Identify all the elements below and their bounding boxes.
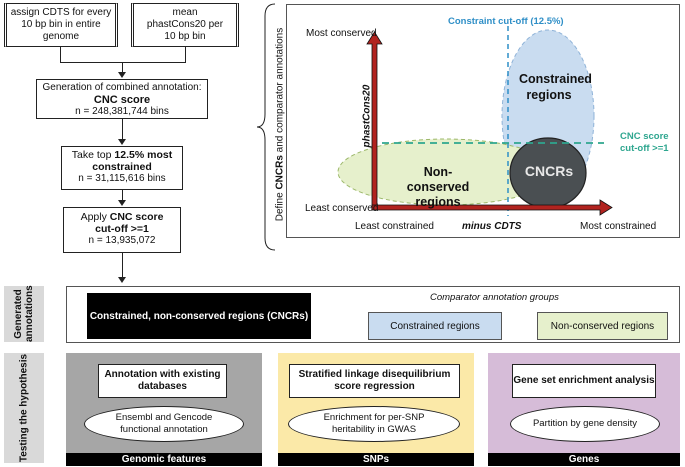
arrow-to-apply [118, 200, 126, 206]
generated-sidebar: Generated annotations [4, 285, 44, 342]
mean-phastcons-text: mean phastCons20 per 10 bp bin [146, 7, 224, 42]
testing-sidebar: Testing the hypothesis [4, 353, 44, 463]
x-axis-label: minus CDTS [462, 221, 522, 232]
constrained-regions-label: Constrained regions [519, 72, 592, 102]
define-suffix: and comparator annotations [274, 27, 286, 156]
arrow-to-take-top [118, 139, 126, 145]
non-conserved-regions-label: Non-conserved regions [406, 165, 470, 209]
define-cncrs-label: Define CNCRs and comparator annotations [275, 0, 286, 250]
connector-center-down [122, 62, 123, 72]
plot-svg [337, 26, 613, 216]
y-bottom-label: Least conserved [305, 203, 379, 214]
testing-side-label: Testing the hypothesis [18, 353, 30, 463]
cnc-score-label: CNC score [93, 94, 151, 106]
snps-footer: SNPs [278, 453, 474, 466]
connector-4 [122, 253, 123, 277]
genomic-features-label: Genomic features [121, 454, 207, 465]
combined-annotation-box: Generation of combined annotation: CNC s… [36, 79, 208, 119]
assign-cdts-text: assign CDTS for every 10 bp bin in entir… [10, 7, 112, 42]
nonconserved-regions-box: Non-conserved regions [537, 312, 668, 340]
arrow-to-combined [118, 72, 126, 78]
constrained-regions-box: Constrained regions [368, 312, 502, 340]
take-top-box: Take top 12.5% most constrained n = 31,1… [61, 146, 183, 190]
cncrs-label: CNCRs [524, 163, 574, 179]
constraint-cutoff-label: Constraint cut-off (12.5%) [448, 16, 564, 27]
plot-frame [286, 4, 680, 238]
snps-label: SNPs [362, 454, 390, 465]
connector-left-down [60, 47, 61, 62]
connector-2 [122, 119, 123, 139]
x-left-label: Least constrained [355, 221, 434, 232]
ensembl-gencode-oval: Ensembl and Gencode functional annotatio… [84, 406, 244, 442]
annotation-databases-box: Annotation with existing databases [98, 364, 227, 398]
constrained-regions-box-label: Constrained regions [390, 320, 480, 332]
ensembl-gencode-text: Ensembl and Gencode functional annotatio… [115, 412, 213, 435]
cnc-cutoff-line2: cut-off >=1 [620, 143, 669, 154]
cnc-cutoff-line1: CNC score [620, 131, 669, 142]
connector-horizontal [60, 62, 186, 63]
genes-footer: Genes [488, 453, 680, 466]
arrow-to-generated [118, 277, 126, 283]
apply-cutoff-box: Apply CNC score cut-off >=1 n = 13,935,0… [63, 207, 181, 253]
annotation-databases-title: Annotation with existing databases [104, 369, 221, 392]
apply-prefix: Apply [80, 211, 110, 223]
x-axis-arrow [371, 199, 613, 216]
combined-title: Generation of combined annotation: [42, 82, 202, 93]
combined-count: n = 248,381,744 bins [75, 106, 169, 117]
assign-cdts-box: assign CDTS for every 10 bp bin in entir… [4, 3, 118, 47]
apply-count: n = 13,935,072 [88, 235, 156, 246]
genes-label: Genes [568, 454, 600, 465]
cnc-cutoff-label: CNC score cut-off >=1 [620, 131, 669, 155]
connector-3 [122, 190, 123, 200]
gsea-box: Gene set enrichment analysis [512, 364, 656, 398]
define-bold: CNCRs [274, 155, 286, 190]
curly-brace [256, 3, 276, 251]
gene-density-oval: Partition by gene density [510, 406, 660, 442]
generated-side-label: Generated annotations [13, 285, 35, 342]
define-prefix: Define [274, 189, 286, 222]
nonconserved-regions-box-label: Non-conserved regions [550, 320, 655, 332]
gsea-title: Gene set enrichment analysis [513, 375, 655, 386]
cncr-box: Constrained, non-conserved regions (CNCR… [87, 293, 311, 339]
gene-density-text: Partition by gene density [532, 418, 638, 429]
heritability-text: Enrichment for per-SNP heritability in G… [323, 412, 425, 435]
mean-phastcons-box: mean phastCons20 per 10 bp bin [131, 3, 239, 47]
take-top-bold: 12.5% most constrained [92, 149, 173, 173]
heritability-oval: Enrichment for per-SNP heritability in G… [288, 406, 460, 442]
ldsc-box: Stratified linkage disequilibrium score … [289, 364, 460, 398]
take-top-prefix: Take top [71, 149, 115, 161]
ldsc-title: Stratified linkage disequilibrium score … [298, 369, 451, 392]
y-axis-label: phastCons20 [361, 84, 373, 148]
y-top-label: Most conserved [306, 28, 377, 39]
genomic-features-footer: Genomic features [66, 453, 262, 466]
connector-right-down [185, 47, 186, 62]
x-right-label: Most constrained [580, 221, 657, 232]
comparator-title: Comparator annotation groups [430, 292, 559, 303]
apply-bold: CNC score cut-off >=1 [95, 211, 164, 235]
y-axis-arrow [366, 31, 383, 211]
generated-frame [66, 286, 680, 343]
cncr-box-label: Constrained, non-conserved regions (CNCR… [89, 310, 309, 322]
take-top-count: n = 31,115,616 bins [78, 173, 166, 184]
